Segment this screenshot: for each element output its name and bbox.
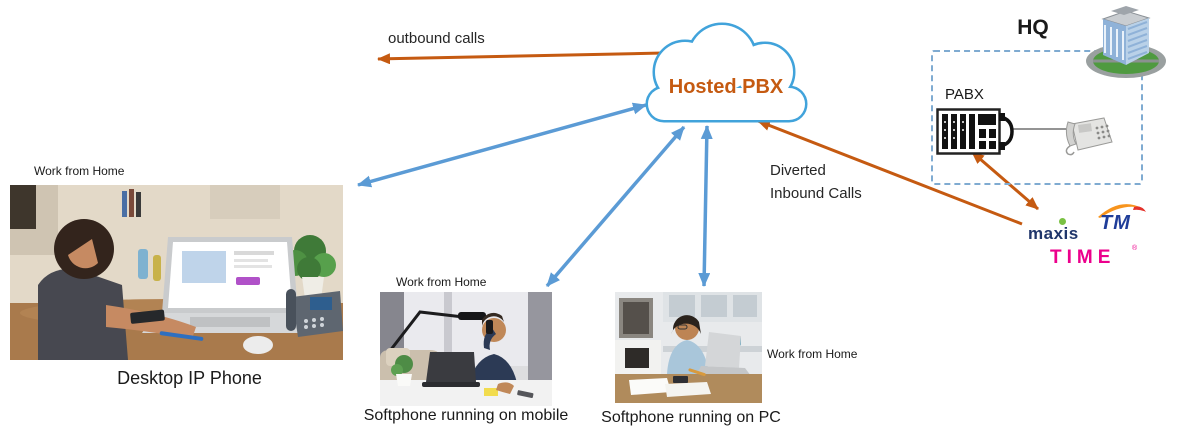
- diverted-line1: Diverted: [770, 162, 826, 179]
- outbound-calls-label: outbound calls: [388, 30, 485, 47]
- time-logo: TIME ®: [1050, 245, 1142, 271]
- cloud-desktop-arrow: [357, 102, 647, 188]
- diverted-line2: Inbound Calls: [770, 184, 862, 202]
- photo-softphone-mobile: [380, 292, 552, 406]
- time-logo-text: TIME: [1050, 247, 1116, 268]
- wfh-tag-pc: Work from Home: [767, 347, 858, 361]
- photo-desktop-ip-phone: [10, 185, 343, 360]
- maxis-logo: maxis: [1026, 218, 1096, 246]
- wfh-tag-desktop: Work from Home: [34, 164, 125, 178]
- pabx-device-icon: [936, 108, 1014, 155]
- maxis-logo-text: maxis: [1028, 224, 1079, 243]
- wfh-tag-mobile: Work from Home: [396, 275, 487, 289]
- caption-softphone-mobile: Softphone running on mobile: [363, 407, 569, 424]
- maxis-dot-icon: [1059, 218, 1066, 225]
- desk-phone-icon: [1065, 117, 1113, 156]
- hosted-pbx-cloud: Hosted PBX: [640, 20, 812, 124]
- time-reg-mark: ®: [1132, 245, 1138, 252]
- cloud-mobile-arrow: [545, 125, 686, 288]
- tm-logo-text: TM: [1100, 212, 1131, 234]
- cloud-label: Hosted PBX: [668, 76, 784, 98]
- pabx-label: PABX: [945, 86, 984, 103]
- diverted-inbound-label: Diverted Inbound Calls: [770, 160, 862, 205]
- hq-title: HQ: [1017, 16, 1049, 39]
- caption-softphone-pc: Softphone running on PC: [601, 409, 781, 426]
- outbound-arrow: [377, 51, 664, 65]
- cloud-pc-arrow: [698, 125, 713, 287]
- hq-boundary-box: [931, 50, 1143, 185]
- cloud-icon: [645, 22, 808, 123]
- photo-softphone-pc: [615, 292, 762, 403]
- office-building-icon: [1086, 6, 1166, 78]
- tm-logo: TM: [1096, 202, 1150, 236]
- tm-swoosh-icon: [1098, 204, 1146, 218]
- caption-desktop-ip-phone: Desktop IP Phone: [117, 368, 262, 388]
